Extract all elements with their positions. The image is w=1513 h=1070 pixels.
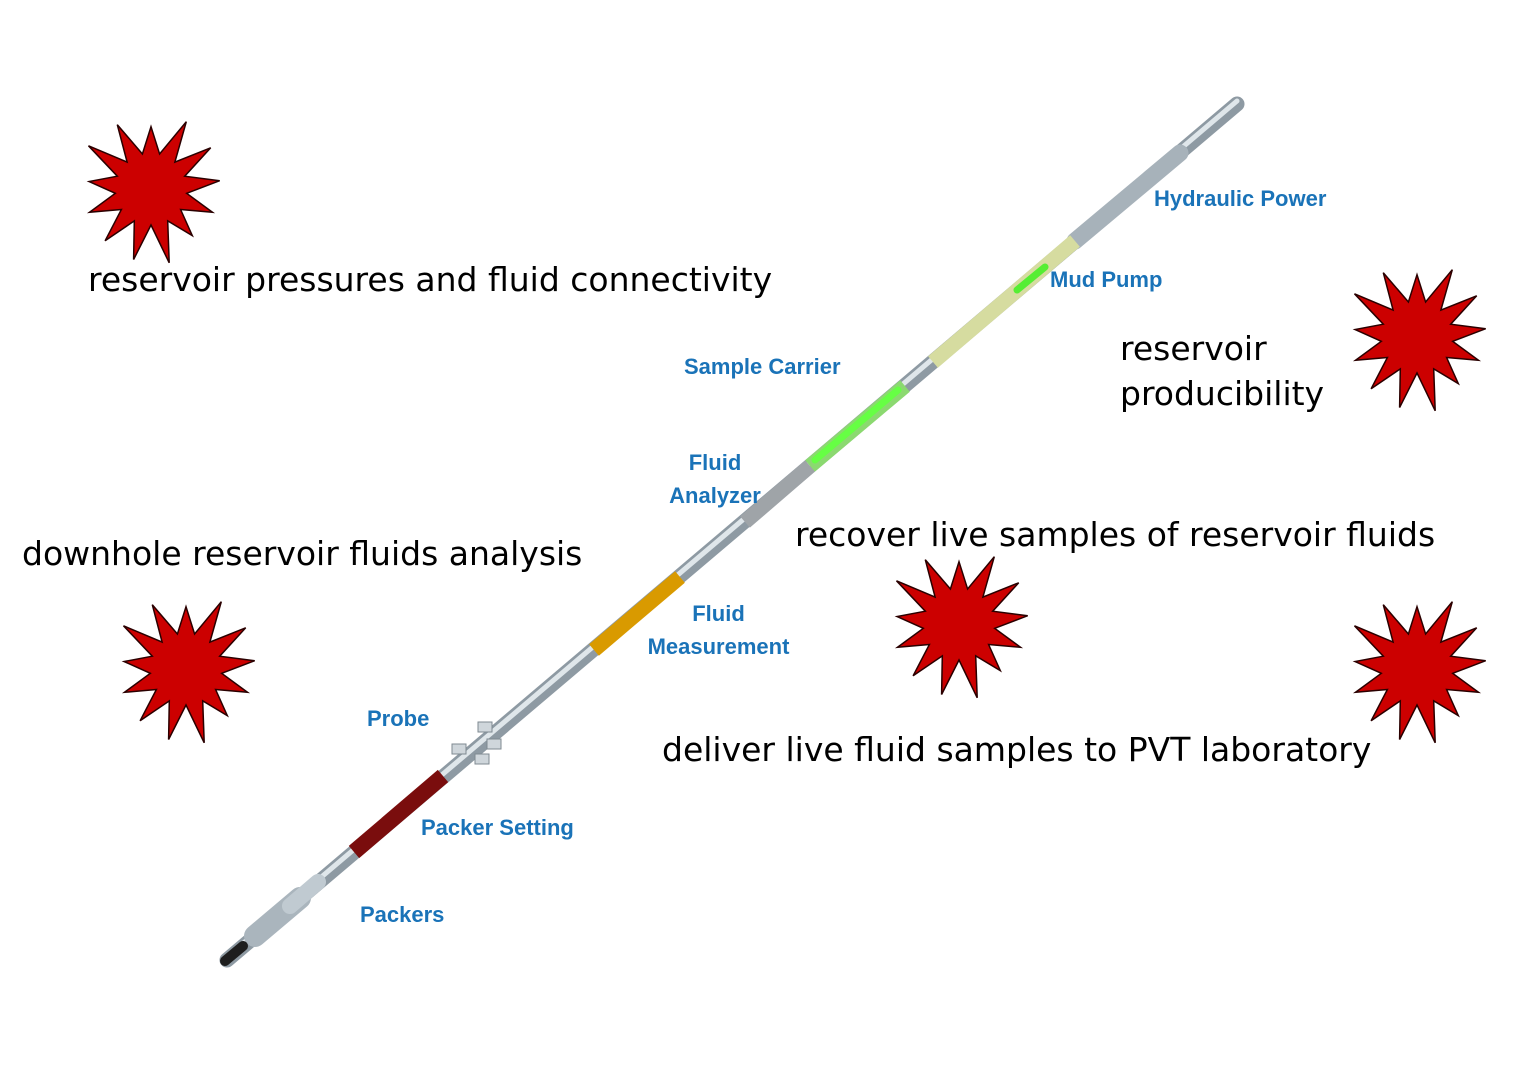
burst-icon (1352, 269, 1486, 412)
label-line: Measurement (647, 634, 790, 659)
label-line: Fluid (688, 450, 742, 475)
label-probe: Probe (367, 706, 430, 731)
mud-pump-band (928, 235, 1080, 368)
sample-carrier-indicator (811, 386, 902, 464)
label-fluid-measurement: Fluid Measurement (636, 597, 801, 663)
callout-deliver-samples: deliver live fluid samples to PVT labora… (662, 730, 1372, 769)
label-mud-pump: Mud Pump (1050, 267, 1163, 292)
packer-setting-band (348, 769, 449, 859)
label-hydraulic-power: Hydraulic Power (1154, 186, 1327, 211)
mud-pump-indicator (1013, 263, 1049, 294)
probe-fixture (451, 721, 502, 765)
callout-recover-samples: recover live samples of reservoir fluids (795, 515, 1436, 554)
label-sample-carrier: Sample Carrier (684, 354, 841, 379)
hydraulic-power-section (1066, 144, 1189, 250)
fluid-analyzer-band (740, 460, 815, 528)
callout-line: producibility (1120, 374, 1325, 413)
burst-icon (894, 556, 1028, 699)
label-fluid-analyzer: Fluid Analyzer (645, 446, 785, 512)
callout-reservoir-producibility: reservoir producibility (1120, 326, 1324, 416)
label-line: Analyzer (669, 483, 761, 508)
burst-icon (1352, 601, 1486, 744)
label-packers: Packers (360, 902, 445, 927)
callout-fluids-analysis: downhole reservoir fluids analysis (22, 534, 583, 573)
fluid-measurement-band (589, 571, 685, 656)
label-packer-setting: Packer Setting (421, 815, 574, 840)
label-line: Fluid (692, 601, 745, 626)
burst-icon (121, 601, 255, 744)
callout-line: reservoir (1120, 329, 1267, 368)
packers-section (220, 874, 326, 966)
callout-reservoir-pressures: reservoir pressures and fluid connectivi… (88, 260, 773, 299)
burst-icon (86, 121, 220, 264)
